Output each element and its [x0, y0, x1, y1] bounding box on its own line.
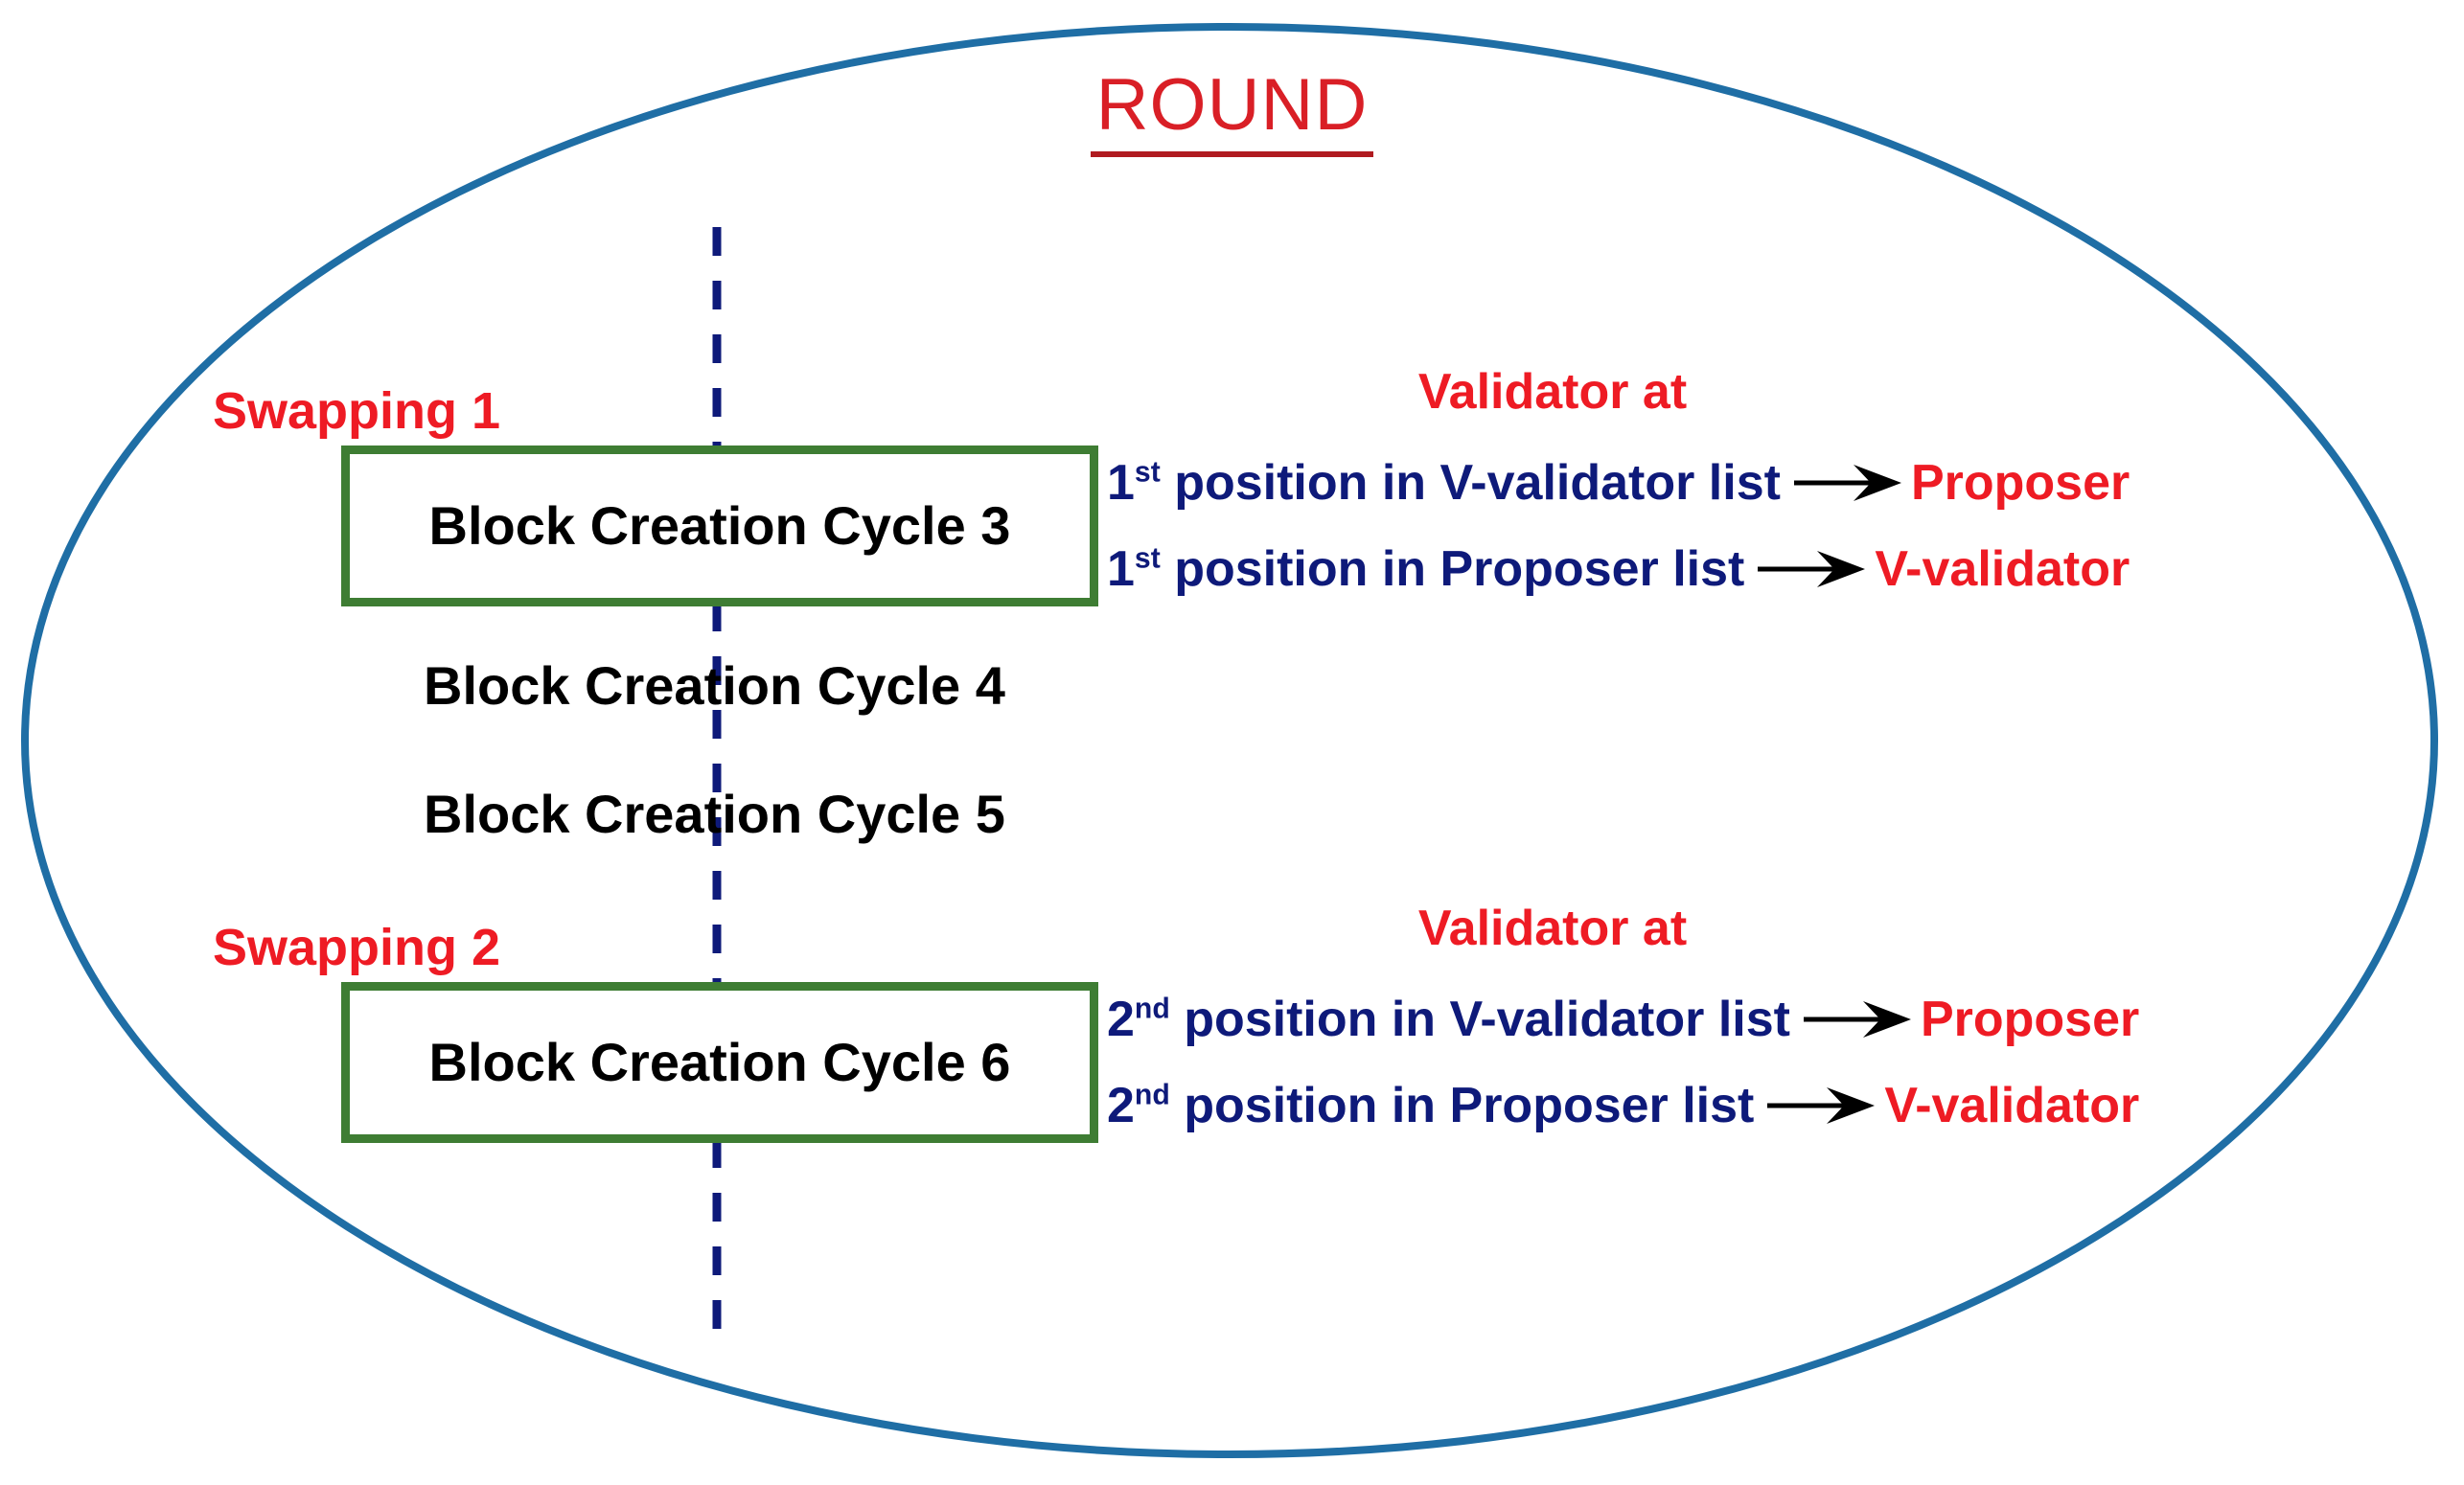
swap-rule-2a-source-text: position in V-validator list: [1169, 992, 1790, 1047]
swap-rule-1a-ordinal: 1: [1107, 455, 1135, 511]
validator-at-heading-2: Validator at: [1417, 901, 1688, 956]
swap-rule-1b-ordinal: 1: [1107, 541, 1135, 597]
swap-rule-1a-target: Proposer: [1910, 455, 2130, 511]
swap-rule-1a: 1st position in V-validator list Propose…: [1107, 453, 2130, 513]
swap-rule-2a-source: 2nd position in V-validator list: [1107, 994, 1790, 1044]
swap-rule-1a-source: 1st position in V-validator list: [1107, 458, 1781, 508]
swap-rule-2b-source: 2nd position in Proposer list: [1107, 1081, 1754, 1131]
round-ellipse-shape: [21, 23, 2438, 1458]
swap-rule-2a-target: Proposer: [1920, 992, 2140, 1047]
swap-rule-2a: 2nd position in V-validator list Propose…: [1107, 990, 2139, 1049]
block-creation-cycle-3-label: Block Creation Cycle 3: [428, 495, 1011, 556]
swap-rule-1a-source-text: position in V-validator list: [1160, 455, 1781, 511]
arrow-right-icon: [1767, 1085, 1880, 1127]
arrow-right-icon: [1803, 998, 1917, 1040]
swap-rule-1b-target: V-validator: [1875, 541, 2130, 597]
swap-rule-2a-ordinal-suffix: nd: [1134, 993, 1170, 1025]
swap-rule-1b-source: 1st position in Proposer list: [1107, 544, 1744, 594]
block-creation-cycle-4-label: Block Creation Cycle 4: [424, 655, 1005, 716]
swap-rule-2b: 2nd position in Proposer list V-validato…: [1107, 1076, 2139, 1135]
block-creation-cycle-6-label: Block Creation Cycle 6: [428, 1032, 1011, 1092]
arrow-right-icon: [1793, 462, 1907, 504]
page-title: ROUND: [0, 64, 2464, 157]
arrow-right-icon: [1758, 548, 1871, 590]
swap-rule-1b: 1st position in Proposer list V-validato…: [1107, 539, 2130, 599]
round-title-text: ROUND: [1090, 64, 1374, 157]
swap-rule-2b-source-text: position in Proposer list: [1169, 1078, 1755, 1133]
block-creation-cycle-3-box: Block Creation Cycle 3: [341, 446, 1098, 606]
swap-rule-1b-ordinal-suffix: st: [1134, 542, 1161, 575]
swapping-1-label: Swapping 1: [213, 382, 501, 440]
validator-at-heading-1: Validator at: [1417, 364, 1688, 420]
swap-rule-1a-ordinal-suffix: st: [1134, 456, 1161, 489]
swap-rule-2b-target: V-validator: [1884, 1078, 2140, 1133]
block-creation-cycle-5-label: Block Creation Cycle 5: [424, 784, 1005, 844]
swap-rule-1b-source-text: position in Proposer list: [1160, 541, 1745, 597]
swapping-2-label: Swapping 2: [213, 919, 501, 976]
swap-rule-2b-ordinal: 2: [1107, 1078, 1135, 1133]
block-creation-cycle-6-box: Block Creation Cycle 6: [341, 982, 1098, 1143]
swap-rule-2b-ordinal-suffix: nd: [1134, 1079, 1170, 1111]
swap-rule-2a-ordinal: 2: [1107, 992, 1135, 1047]
